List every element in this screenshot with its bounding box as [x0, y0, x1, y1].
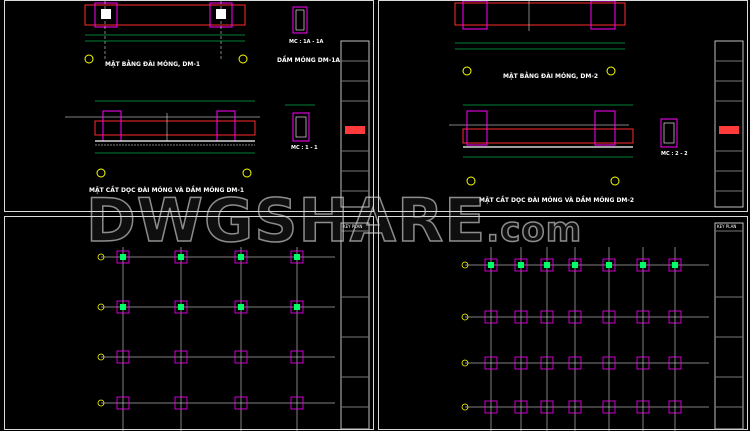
section-title-dm2: MẶT CẮT DỌC ĐÀI MÓNG VÀ DẦM MÓNG DM-2	[479, 197, 635, 204]
watermark-main: DWGSHARE	[85, 185, 487, 257]
key-plan-label: KEY PLAN	[343, 224, 363, 229]
drawing-sheet-dm2[interactable]: MẶT BẰNG ĐÀI MÓNG, DM-2 MC : 2 - 2 MẶT C…	[378, 0, 748, 212]
plan-title-dm1: MẶT BẰNG ĐÀI MÓNG, DM-1	[105, 61, 201, 68]
drawing-sheet-foundation-plan-1[interactable]: KEY PLAN	[4, 216, 374, 431]
beam-title-dm1a: DẦM MÓNG DM-1A	[277, 57, 341, 64]
detail-label-1-1: MC : 1 - 1	[291, 145, 318, 151]
drawing-sheet-dm1[interactable]: MẶT BẰNG ĐÀI MÓNG, DM-1 DẦM MÓNG DM-1A M…	[4, 0, 374, 212]
drawing-sheet-foundation-plan-2[interactable]: KEY PLAN	[378, 216, 748, 431]
key-plan-label: KEY PLAN	[717, 224, 737, 229]
dm2-drawing	[449, 1, 744, 208]
foundation-grid-plan-1	[97, 222, 370, 431]
detail-label-2-2: MC : 2 - 2	[661, 151, 688, 157]
detail-label-1a: MC : 1A - 1A	[289, 39, 324, 45]
section-title-dm1: MẶT CẮT DỌC ĐÀI MÓNG VÀ DẦM MÓNG DM-1	[89, 187, 245, 194]
watermark-suffix: .com	[486, 209, 583, 251]
foundation-grid-plan-2	[461, 222, 744, 431]
dwgshare-watermark: DWGSHARE.com	[85, 185, 583, 257]
plan-title-dm2: MẶT BẰNG ĐÀI MÓNG, DM-2	[503, 73, 599, 80]
dm1-drawing	[65, 1, 370, 208]
